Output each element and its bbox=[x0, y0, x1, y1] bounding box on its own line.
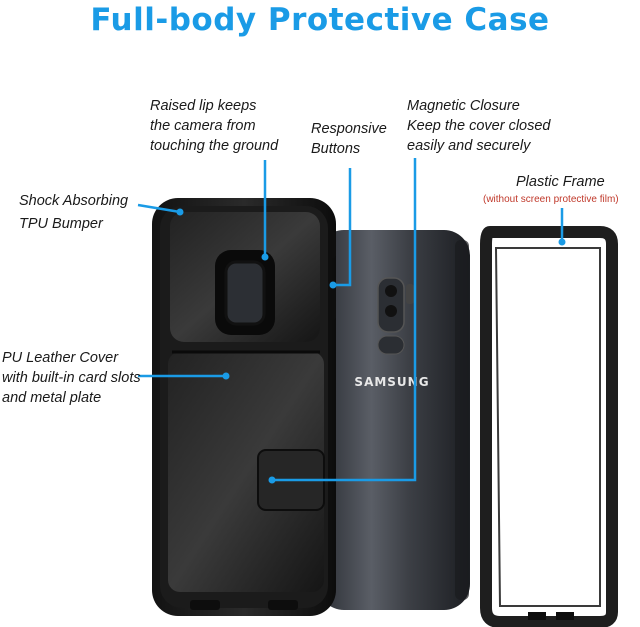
label-line: with built-in card slots bbox=[2, 370, 141, 386]
phone-body: SAMSUNG bbox=[318, 230, 470, 610]
label-line: Shock Absorbing bbox=[19, 193, 129, 209]
page-title: Full-body Protective Case bbox=[90, 2, 550, 38]
plastic-frame bbox=[480, 226, 618, 627]
label-line: and metal plate bbox=[2, 390, 102, 406]
label-line: the camera from bbox=[150, 118, 256, 134]
phone-brand-text: SAMSUNG bbox=[354, 375, 429, 389]
label-line: Keep the cover closed bbox=[407, 118, 551, 134]
callout-lines bbox=[137, 158, 564, 482]
label-pu-leather: PU Leather Cover with built-in card slot… bbox=[2, 348, 141, 408]
callout-magnetic-closure bbox=[272, 158, 417, 482]
label-responsive-buttons: Responsive Buttons bbox=[311, 119, 387, 159]
callout-responsive-buttons bbox=[333, 168, 352, 287]
label-line: Magnetic Closure bbox=[407, 98, 520, 114]
label-magnetic-closure: Magnetic Closure Keep the cover closed e… bbox=[407, 96, 550, 156]
label-plastic-frame-note: (without screen protective film) bbox=[483, 193, 619, 207]
label-note: (without screen protective film) bbox=[483, 194, 619, 205]
label-line: TPU Bumper bbox=[19, 216, 103, 232]
label-line: Raised lip keeps bbox=[150, 98, 257, 114]
label-shock-absorbing: Shock Absorbing TPU Bumper bbox=[19, 190, 128, 236]
label-line: PU Leather Cover bbox=[2, 350, 119, 366]
label-line: touching the ground bbox=[150, 138, 279, 154]
callout-dots bbox=[176, 208, 566, 484]
label-line: easily and securely bbox=[407, 138, 531, 154]
label-plastic-frame: Plastic Frame bbox=[516, 172, 605, 192]
label-line: Buttons bbox=[311, 141, 361, 157]
label-line: Plastic Frame bbox=[516, 174, 605, 190]
callout-shock-absorbing bbox=[137, 203, 181, 214]
case-body bbox=[152, 198, 336, 616]
label-raised-lip: Raised lip keeps the camera from touchin… bbox=[150, 96, 278, 156]
label-line: Responsive bbox=[311, 121, 387, 137]
